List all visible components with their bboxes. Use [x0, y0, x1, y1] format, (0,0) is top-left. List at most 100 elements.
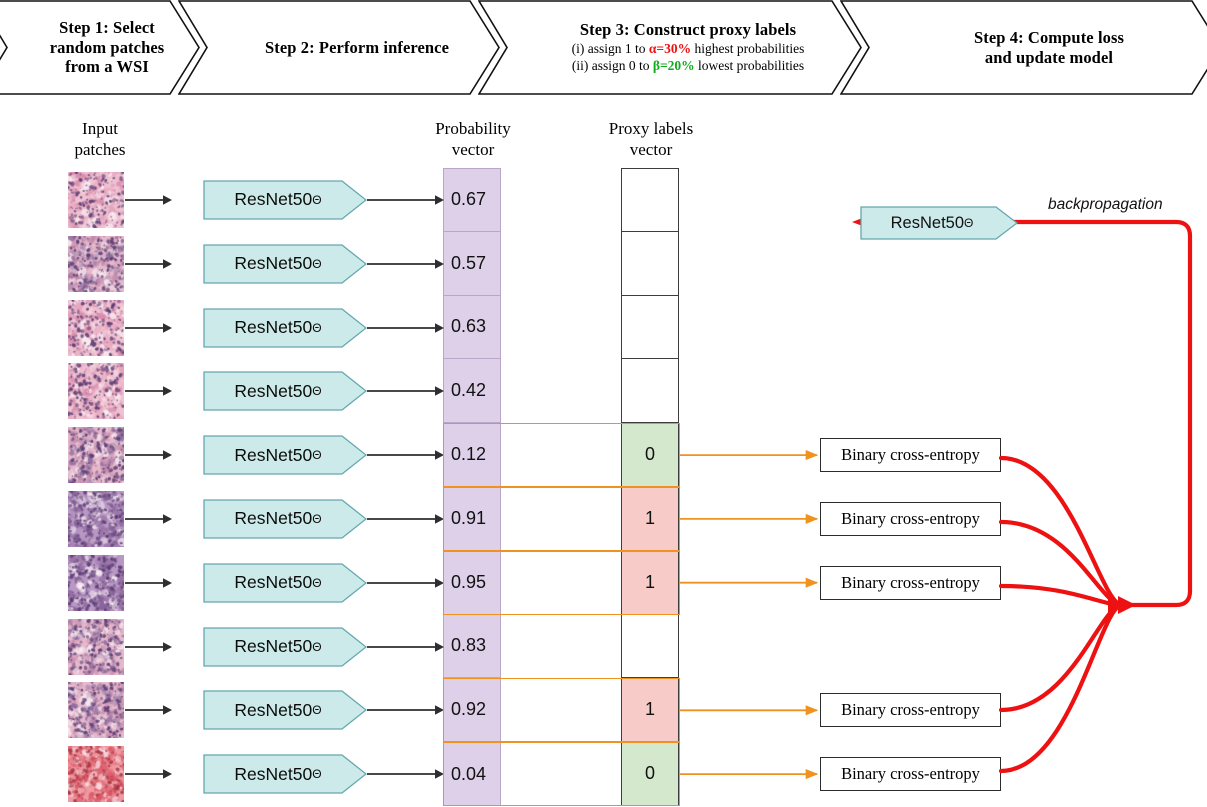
caption-input-line1: Input — [82, 119, 118, 138]
model-name: ResNet50 — [234, 189, 313, 210]
step-chevron-3: Step 3: Construct proxy labels(i) assign… — [478, 0, 862, 95]
probability-cell: 0.57 — [443, 232, 501, 296]
step-title-line: random patches — [49, 37, 165, 57]
model-name: ResNet50 — [234, 317, 313, 337]
arrow-model-to-probability — [367, 258, 445, 270]
model-name: ResNet50 — [234, 508, 313, 529]
backprop-curve — [998, 519, 1125, 608]
caption-probability-vector: Probability vector — [412, 118, 534, 160]
step-chevron-shape-2 — [178, 0, 500, 95]
backprop-curve — [998, 583, 1126, 614]
arrow-model-to-probability — [367, 385, 445, 397]
theta-subscript-icon: Θ — [312, 320, 322, 335]
model-name: ResNet50 — [234, 444, 313, 465]
input-patch-image — [68, 235, 124, 292]
model-name: ResNet50 — [234, 253, 313, 274]
step-title-line: Step 3: Construct proxy labels — [579, 20, 797, 40]
model-block-shape — [203, 180, 367, 220]
backprop-model-shape — [860, 206, 1018, 240]
selection-highlight-rect — [443, 423, 680, 487]
theta-subscript-icon: Θ — [312, 448, 322, 463]
backprop-model-name: ResNet50 — [890, 213, 965, 232]
arrow-model-to-probability — [367, 449, 445, 461]
theta-subscript-icon: Θ — [312, 767, 322, 782]
theta-subscript-icon: Θ — [312, 703, 322, 718]
theta-subscript-icon: Θ — [964, 216, 974, 230]
probability-cell: 0.04 — [451, 763, 487, 784]
input-patch-image — [68, 427, 124, 484]
probability-cell: 0.83 — [443, 615, 501, 679]
backprop-curve — [998, 455, 1125, 608]
theta-subscript-icon: Θ — [312, 192, 322, 207]
arrow-patch-to-model — [125, 768, 173, 780]
model-block-shape — [203, 563, 367, 603]
step-subtitle-post: lowest probabilities — [694, 58, 805, 74]
step-title-line: Step 4: Compute loss — [973, 28, 1125, 47]
input-patch-thumbnail — [68, 363, 124, 420]
input-patch-thumbnail — [68, 554, 124, 611]
input-patch-thumbnail — [68, 299, 124, 356]
arrow-patch-to-model — [125, 577, 173, 589]
model-name: ResNet50 — [234, 572, 313, 593]
backprop-curve — [998, 602, 1125, 774]
input-patch-image — [68, 554, 124, 611]
backprop-curve — [877, 219, 1193, 608]
model-name: ResNet50 — [234, 380, 313, 401]
caption-proxy-labels-vector: Proxy labels vector — [582, 118, 720, 160]
arrow-model-to-probability — [367, 322, 445, 334]
arrow-patch-to-model — [125, 513, 173, 525]
step-chevron-shape-4 — [840, 0, 1207, 95]
caption-prob-line2: vector — [451, 140, 495, 159]
model-name: ResNet50 — [234, 636, 313, 656]
backpropagation-label: backpropagation — [1048, 196, 1163, 213]
proxy-label-cell — [621, 614, 679, 679]
step-title-line: from a WSI — [65, 57, 149, 77]
input-patch-image — [68, 363, 124, 420]
selection-highlight-rect — [443, 742, 680, 806]
step-chevron-text-3: Step 3: Construct proxy labels(i) assign… — [478, 0, 880, 95]
model-block-shape — [203, 307, 367, 348]
arrow-patch-to-model — [125, 704, 173, 716]
backprop-junction-arrowhead — [1118, 596, 1136, 614]
model-block-shape — [203, 371, 367, 411]
step-subtitle-post: highest probabilities — [691, 40, 805, 56]
arrow-patch-to-model — [125, 641, 173, 653]
proxy-label-cell — [621, 359, 679, 424]
selection-highlight-rect — [443, 487, 680, 551]
proxy-label-cell: 1 — [621, 550, 679, 615]
selection-highlight-rect — [443, 678, 680, 743]
step-title-line: Step 2: Perform inference — [264, 37, 450, 57]
arrow-patch-to-model — [125, 449, 173, 461]
proxy-label-cell — [621, 168, 679, 232]
model-name: ResNet50 — [234, 763, 313, 784]
probability-cell: 0.67 — [443, 168, 501, 232]
model-block-shape — [203, 754, 367, 794]
proxy-label-cell: 1 — [621, 487, 679, 551]
